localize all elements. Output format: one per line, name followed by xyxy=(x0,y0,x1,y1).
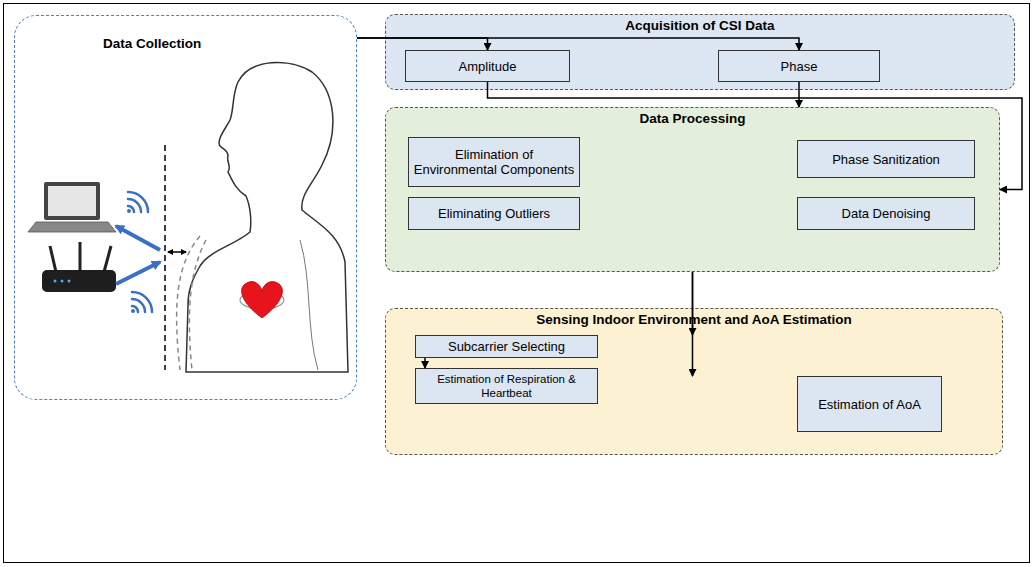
reference-line xyxy=(164,145,166,370)
process-box: Eliminating Outliers xyxy=(408,197,580,230)
stage-group: Data ProcessingElimination of Environmen… xyxy=(385,107,1000,272)
box-label: Eliminating Outliers xyxy=(438,206,550,221)
process-box: Estimation of AoA xyxy=(797,376,942,432)
box-label: Phase Sanitization xyxy=(832,152,940,167)
process-box: Amplitude xyxy=(405,50,570,82)
group-title: Data Processing xyxy=(386,108,999,126)
chest-motion xyxy=(177,236,200,370)
arm-line xyxy=(300,240,318,370)
signal-arrow xyxy=(116,262,160,284)
laptop-screen xyxy=(44,182,100,220)
process-box: Elimination of Environmental Components xyxy=(408,137,580,187)
box-label: Data Denoising xyxy=(842,206,931,221)
motion-arrow xyxy=(168,251,186,253)
process-box: Data Denoising xyxy=(797,197,975,230)
box-label: Subcarrier Selecting xyxy=(448,339,565,354)
group-title: Acquisition of CSI Data xyxy=(386,15,1014,33)
stage-group: Acquisition of CSI DataAmplitude Phase xyxy=(385,14,1015,90)
heart xyxy=(242,282,283,318)
process-box: Estimation of Respiration & Heartbeat xyxy=(415,368,598,404)
process-box: Phase Sanitization xyxy=(797,140,975,178)
group-title: Data Collection xyxy=(15,16,356,51)
process-box: Subcarrier Selecting xyxy=(415,335,598,358)
box-label: Estimation of AoA xyxy=(818,397,921,412)
wifi-icon xyxy=(132,292,152,312)
laptop-base xyxy=(28,222,116,232)
box-label: Estimation of Respiration & Heartbeat xyxy=(420,372,593,400)
group-title: Sensing Indoor Environment and AoA Estim… xyxy=(386,309,1002,327)
flow-arrow xyxy=(798,82,800,107)
router xyxy=(42,270,116,292)
box-label: Elimination of Environmental Components xyxy=(413,147,575,177)
chest-motion xyxy=(189,240,206,370)
wifi-icon xyxy=(128,192,148,212)
stage-group: Sensing Indoor Environment and AoA Estim… xyxy=(385,308,1003,455)
box-label: Phase xyxy=(781,59,818,74)
flow-arrow xyxy=(424,358,426,368)
process-box: Phase xyxy=(718,50,880,82)
signal-arrow xyxy=(116,226,160,250)
person-outline xyxy=(186,63,348,372)
box-label: Amplitude xyxy=(459,59,517,74)
